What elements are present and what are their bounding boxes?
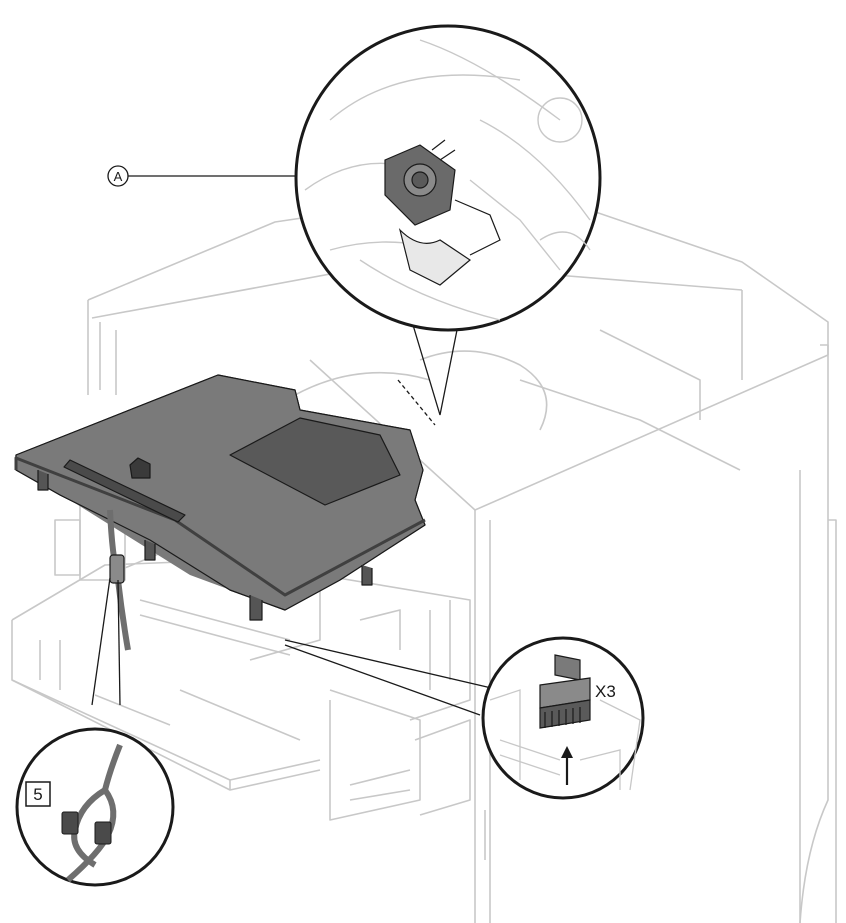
x3-leader-upper bbox=[284, 639, 501, 691]
magnifier-top-leader bbox=[409, 314, 461, 416]
control-cover bbox=[14, 374, 426, 621]
box-5-marker: 5 bbox=[25, 781, 51, 807]
arrow-up-icon bbox=[561, 746, 573, 785]
box5-leader-right bbox=[117, 579, 121, 706]
connector-x3-label: X3 bbox=[595, 682, 616, 701]
magnifier-detail-x3: X3 bbox=[481, 636, 645, 800]
magnifier-detail-a: A bbox=[107, 24, 602, 332]
magnifier-detail-5: 5 bbox=[15, 727, 175, 887]
x3-leader-lower bbox=[284, 644, 481, 716]
connector-x3 bbox=[539, 654, 591, 729]
box5-leader-left bbox=[91, 577, 111, 706]
callout-a-label: A bbox=[114, 169, 123, 184]
callout-a-marker: A bbox=[107, 165, 129, 187]
cable-coupling bbox=[61, 743, 123, 883]
box-5-label: 5 bbox=[33, 785, 42, 804]
boiler-housing bbox=[11, 204, 837, 923]
